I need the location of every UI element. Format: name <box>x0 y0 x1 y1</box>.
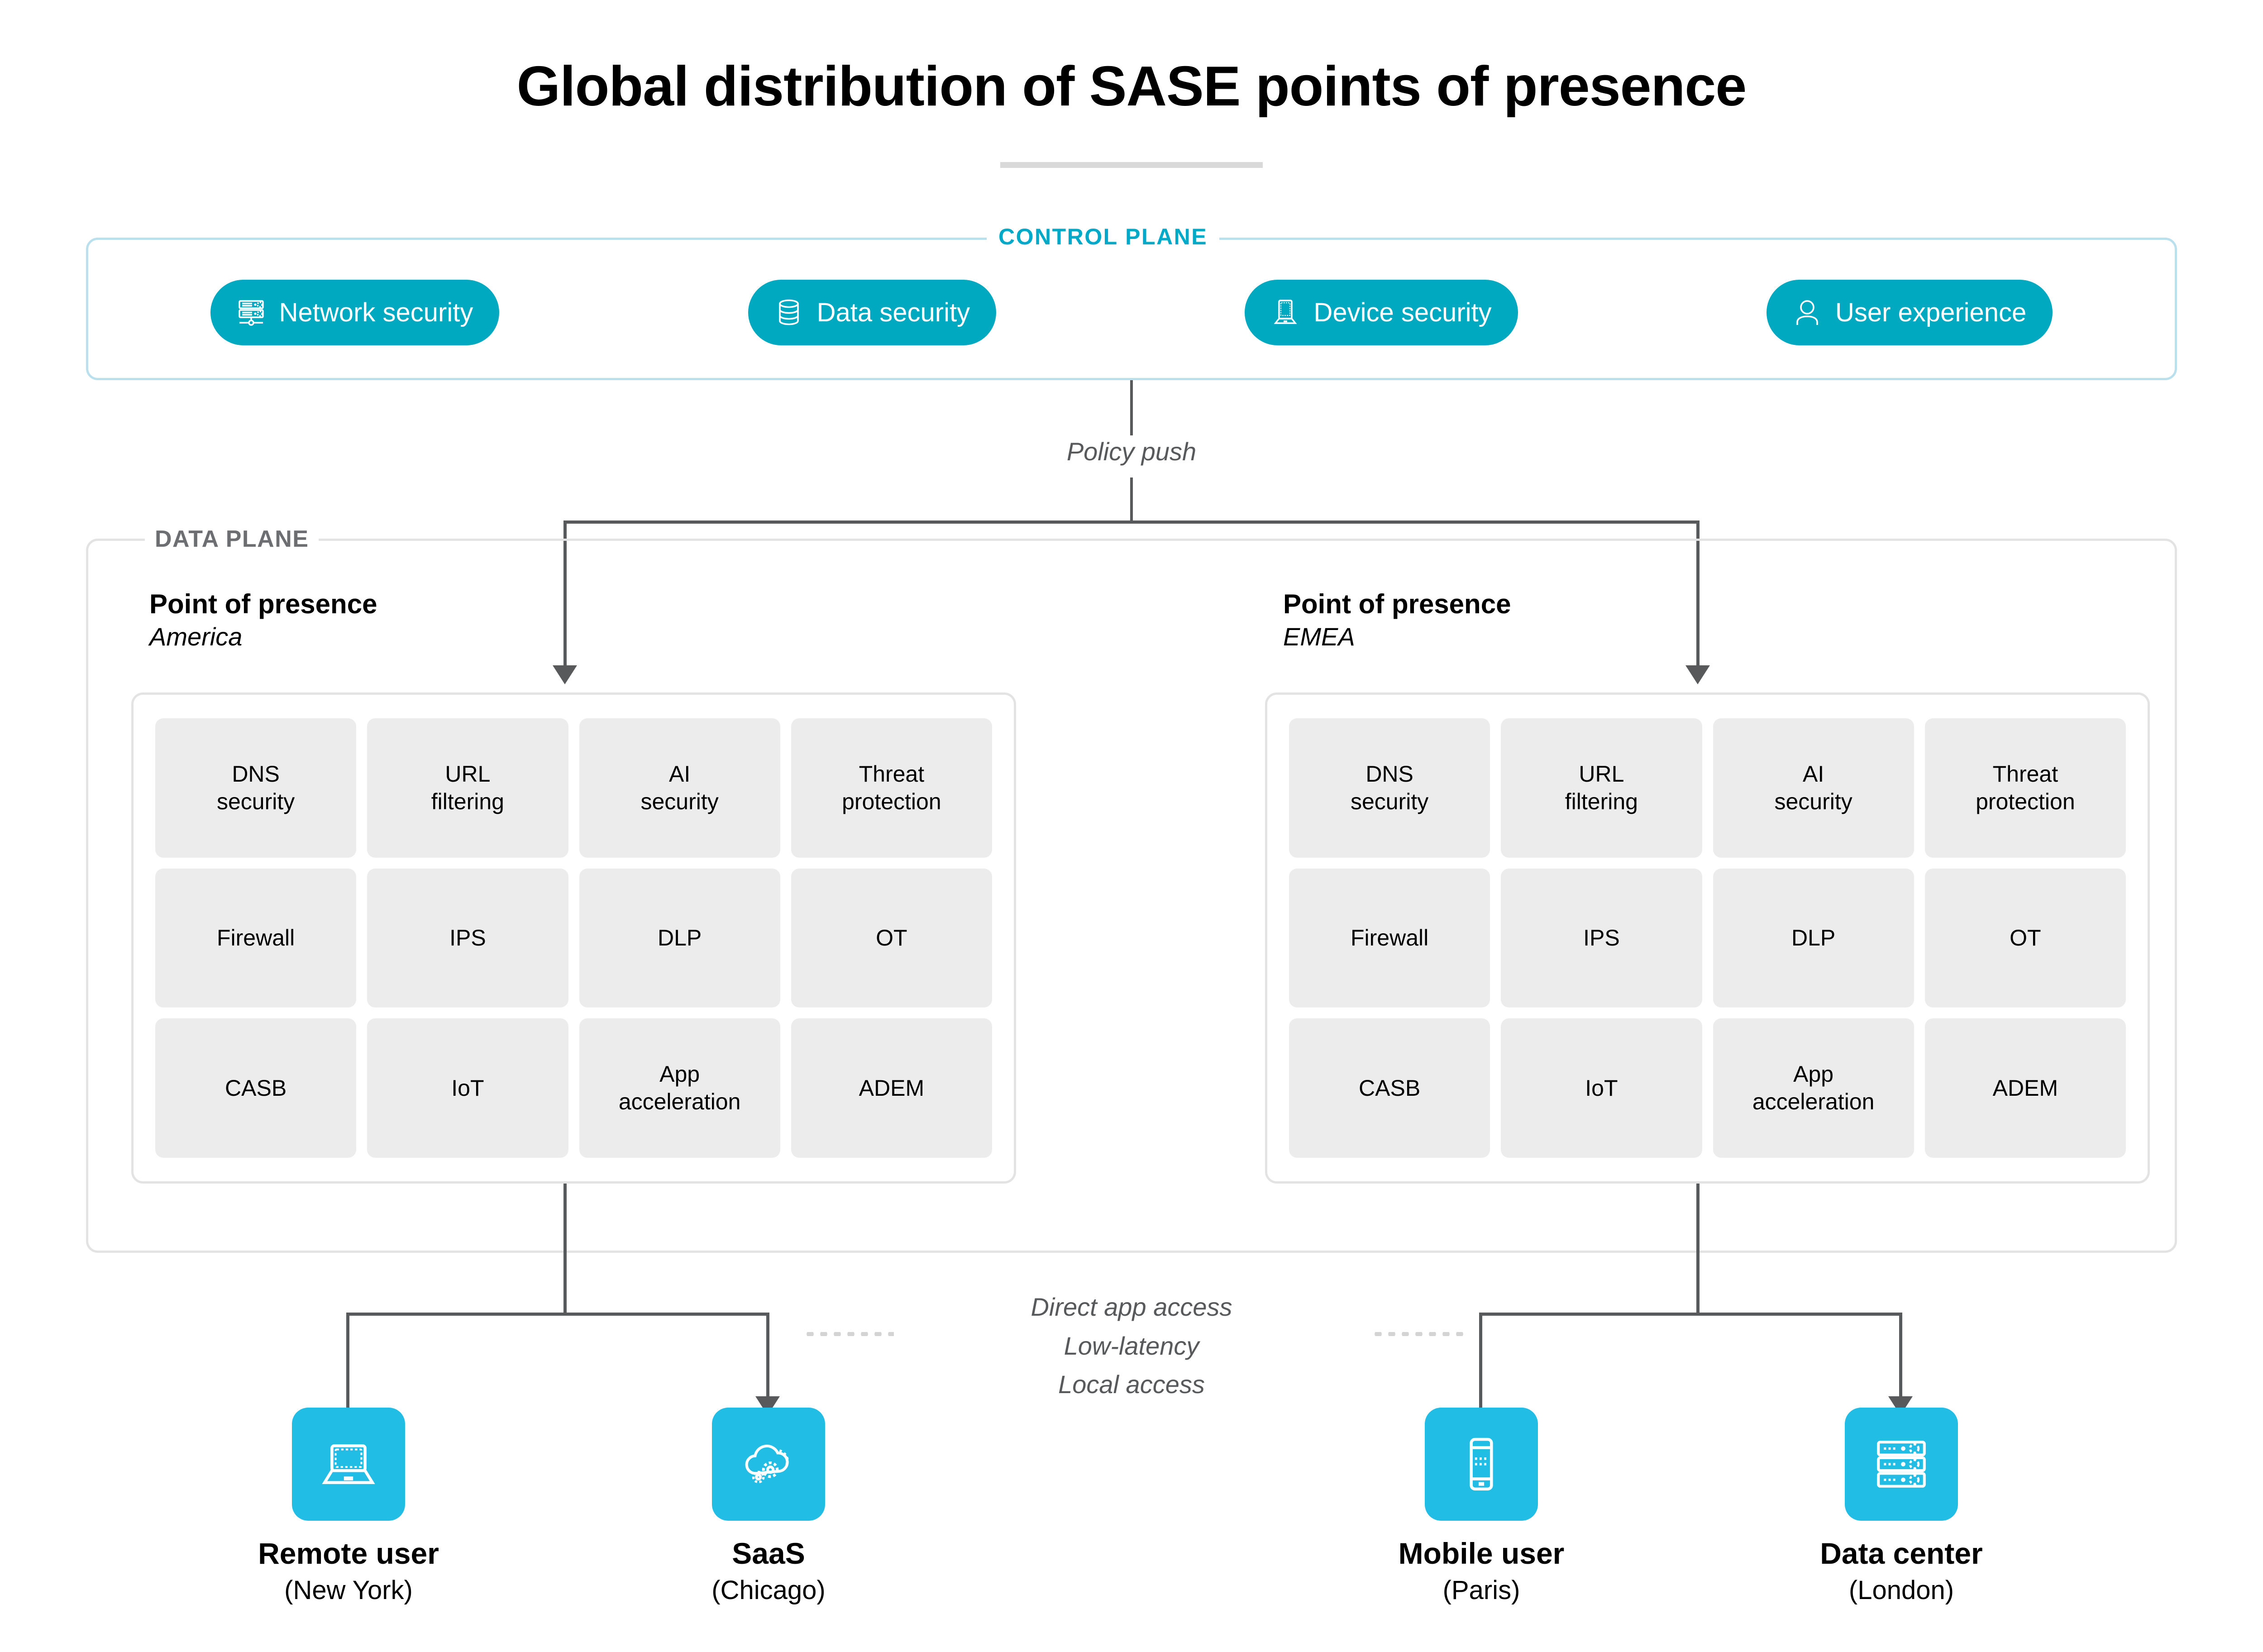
endpoint-data-center[interactable]: Data center (London) <box>1775 1408 2028 1605</box>
service-tile[interactable]: DLP <box>1713 868 1914 1008</box>
dotted-link-left <box>803 1332 894 1336</box>
control-plane-pill-row: Network security Data security <box>86 278 2177 346</box>
service-tile[interactable]: OT <box>791 868 992 1008</box>
middle-note-line: Low-latency <box>1064 1331 1199 1360</box>
control-pill-device-security[interactable]: Device security <box>1245 279 1518 345</box>
service-tile[interactable]: IPS <box>367 868 568 1008</box>
endpoint-tile[interactable] <box>1425 1408 1538 1521</box>
pop-header-emea: Point of presence EMEA <box>1283 588 1511 654</box>
service-tile[interactable]: OT <box>1924 868 2126 1008</box>
laptop-icon <box>1271 298 1300 327</box>
policy-push-branch-bar <box>563 520 1700 524</box>
pop-title: Point of presence <box>149 589 377 619</box>
control-pill-label: Device security <box>1313 297 1492 327</box>
endpoint-remote-user[interactable]: Remote user (New York) <box>222 1408 475 1605</box>
endpoint-tile[interactable] <box>292 1408 405 1521</box>
middle-note-line: Local access <box>1058 1370 1205 1399</box>
endpoint-name: SaaS <box>732 1537 805 1570</box>
endpoint-location: (New York) <box>284 1575 413 1605</box>
policy-push-line-upper <box>1130 380 1133 435</box>
endpoint-location: (Paris) <box>1442 1575 1520 1605</box>
control-pill-data-security[interactable]: Data security <box>748 279 997 345</box>
policy-push-leg-america <box>563 520 567 668</box>
page-title: Global distribution of SASE points of pr… <box>516 55 1747 118</box>
service-tile[interactable]: Firewall <box>1289 868 1490 1008</box>
pop-header-america: Point of presence America <box>149 588 377 654</box>
endpoint-name: Data center <box>1820 1537 1983 1570</box>
control-pill-network-security[interactable]: Network security <box>210 279 500 345</box>
title-divider <box>1000 162 1263 168</box>
pop-title: Point of presence <box>1283 589 1511 619</box>
endpoint-location: (Chicago) <box>711 1575 826 1605</box>
dotted-link-right <box>1371 1332 1466 1336</box>
arrowhead-america <box>553 665 577 684</box>
middle-notes: Direct app access Low-latency Local acce… <box>901 1288 1362 1404</box>
emea-leg-mobile-user <box>1479 1313 1482 1421</box>
policy-push-leg-emea <box>1696 520 1700 668</box>
endpoint-mobile-user[interactable]: Mobile user (Paris) <box>1355 1408 1608 1605</box>
database-icon <box>774 298 803 327</box>
america-split-bar <box>346 1313 769 1316</box>
user-icon <box>1793 298 1822 327</box>
control-pill-label: Data security <box>816 297 970 327</box>
cloud-gears-icon <box>739 1435 798 1494</box>
control-plane-label: CONTROL PLANE <box>987 220 1220 254</box>
emea-down-stem <box>1696 1184 1700 1315</box>
service-tile[interactable]: IoT <box>367 1018 568 1158</box>
service-tile[interactable]: ADEM <box>1924 1018 2126 1158</box>
endpoint-name: Remote user <box>258 1537 439 1570</box>
emea-split-bar <box>1479 1313 1902 1316</box>
middle-note-line: Direct app access <box>1031 1293 1232 1321</box>
pop-region: America <box>149 622 243 651</box>
service-tile[interactable]: CASB <box>1289 1018 1490 1158</box>
endpoint-tile[interactable] <box>712 1408 825 1521</box>
arrowhead-emea <box>1685 665 1710 684</box>
control-pill-user-experience[interactable]: User experience <box>1766 279 2053 345</box>
america-leg-saas <box>766 1313 769 1399</box>
data-plane-panel <box>86 539 2177 1253</box>
endpoint-name: Mobile user <box>1398 1537 1565 1570</box>
endpoint-location: (London) <box>1848 1575 1954 1605</box>
policy-push-label: Policy push <box>1066 437 1197 466</box>
policy-push-line-lower <box>1130 477 1133 523</box>
endpoint-tile[interactable] <box>1845 1408 1958 1521</box>
america-leg-remote-user <box>346 1313 349 1421</box>
america-down-stem <box>563 1184 567 1315</box>
smartphone-icon <box>1452 1435 1511 1494</box>
service-tile[interactable]: IoT <box>1501 1018 1702 1158</box>
server-stack-icon <box>237 298 266 327</box>
control-pill-label: Network security <box>279 297 473 327</box>
service-tile[interactable]: IPS <box>1501 868 1702 1008</box>
laptop-icon <box>319 1435 378 1494</box>
data-plane-label: DATA PLANE <box>145 525 319 553</box>
endpoint-saas[interactable]: SaaS (Chicago) <box>642 1408 895 1605</box>
emea-leg-data-center <box>1899 1313 1902 1399</box>
control-pill-label: User experience <box>1835 297 2027 327</box>
service-tile[interactable]: Firewall <box>155 868 357 1008</box>
service-tile[interactable]: ADEM <box>791 1018 992 1158</box>
service-tile[interactable]: CASB <box>155 1018 357 1158</box>
pop-region: EMEA <box>1283 622 1355 651</box>
service-tile[interactable]: DLP <box>579 868 780 1008</box>
server-rack-icon <box>1872 1435 1931 1494</box>
